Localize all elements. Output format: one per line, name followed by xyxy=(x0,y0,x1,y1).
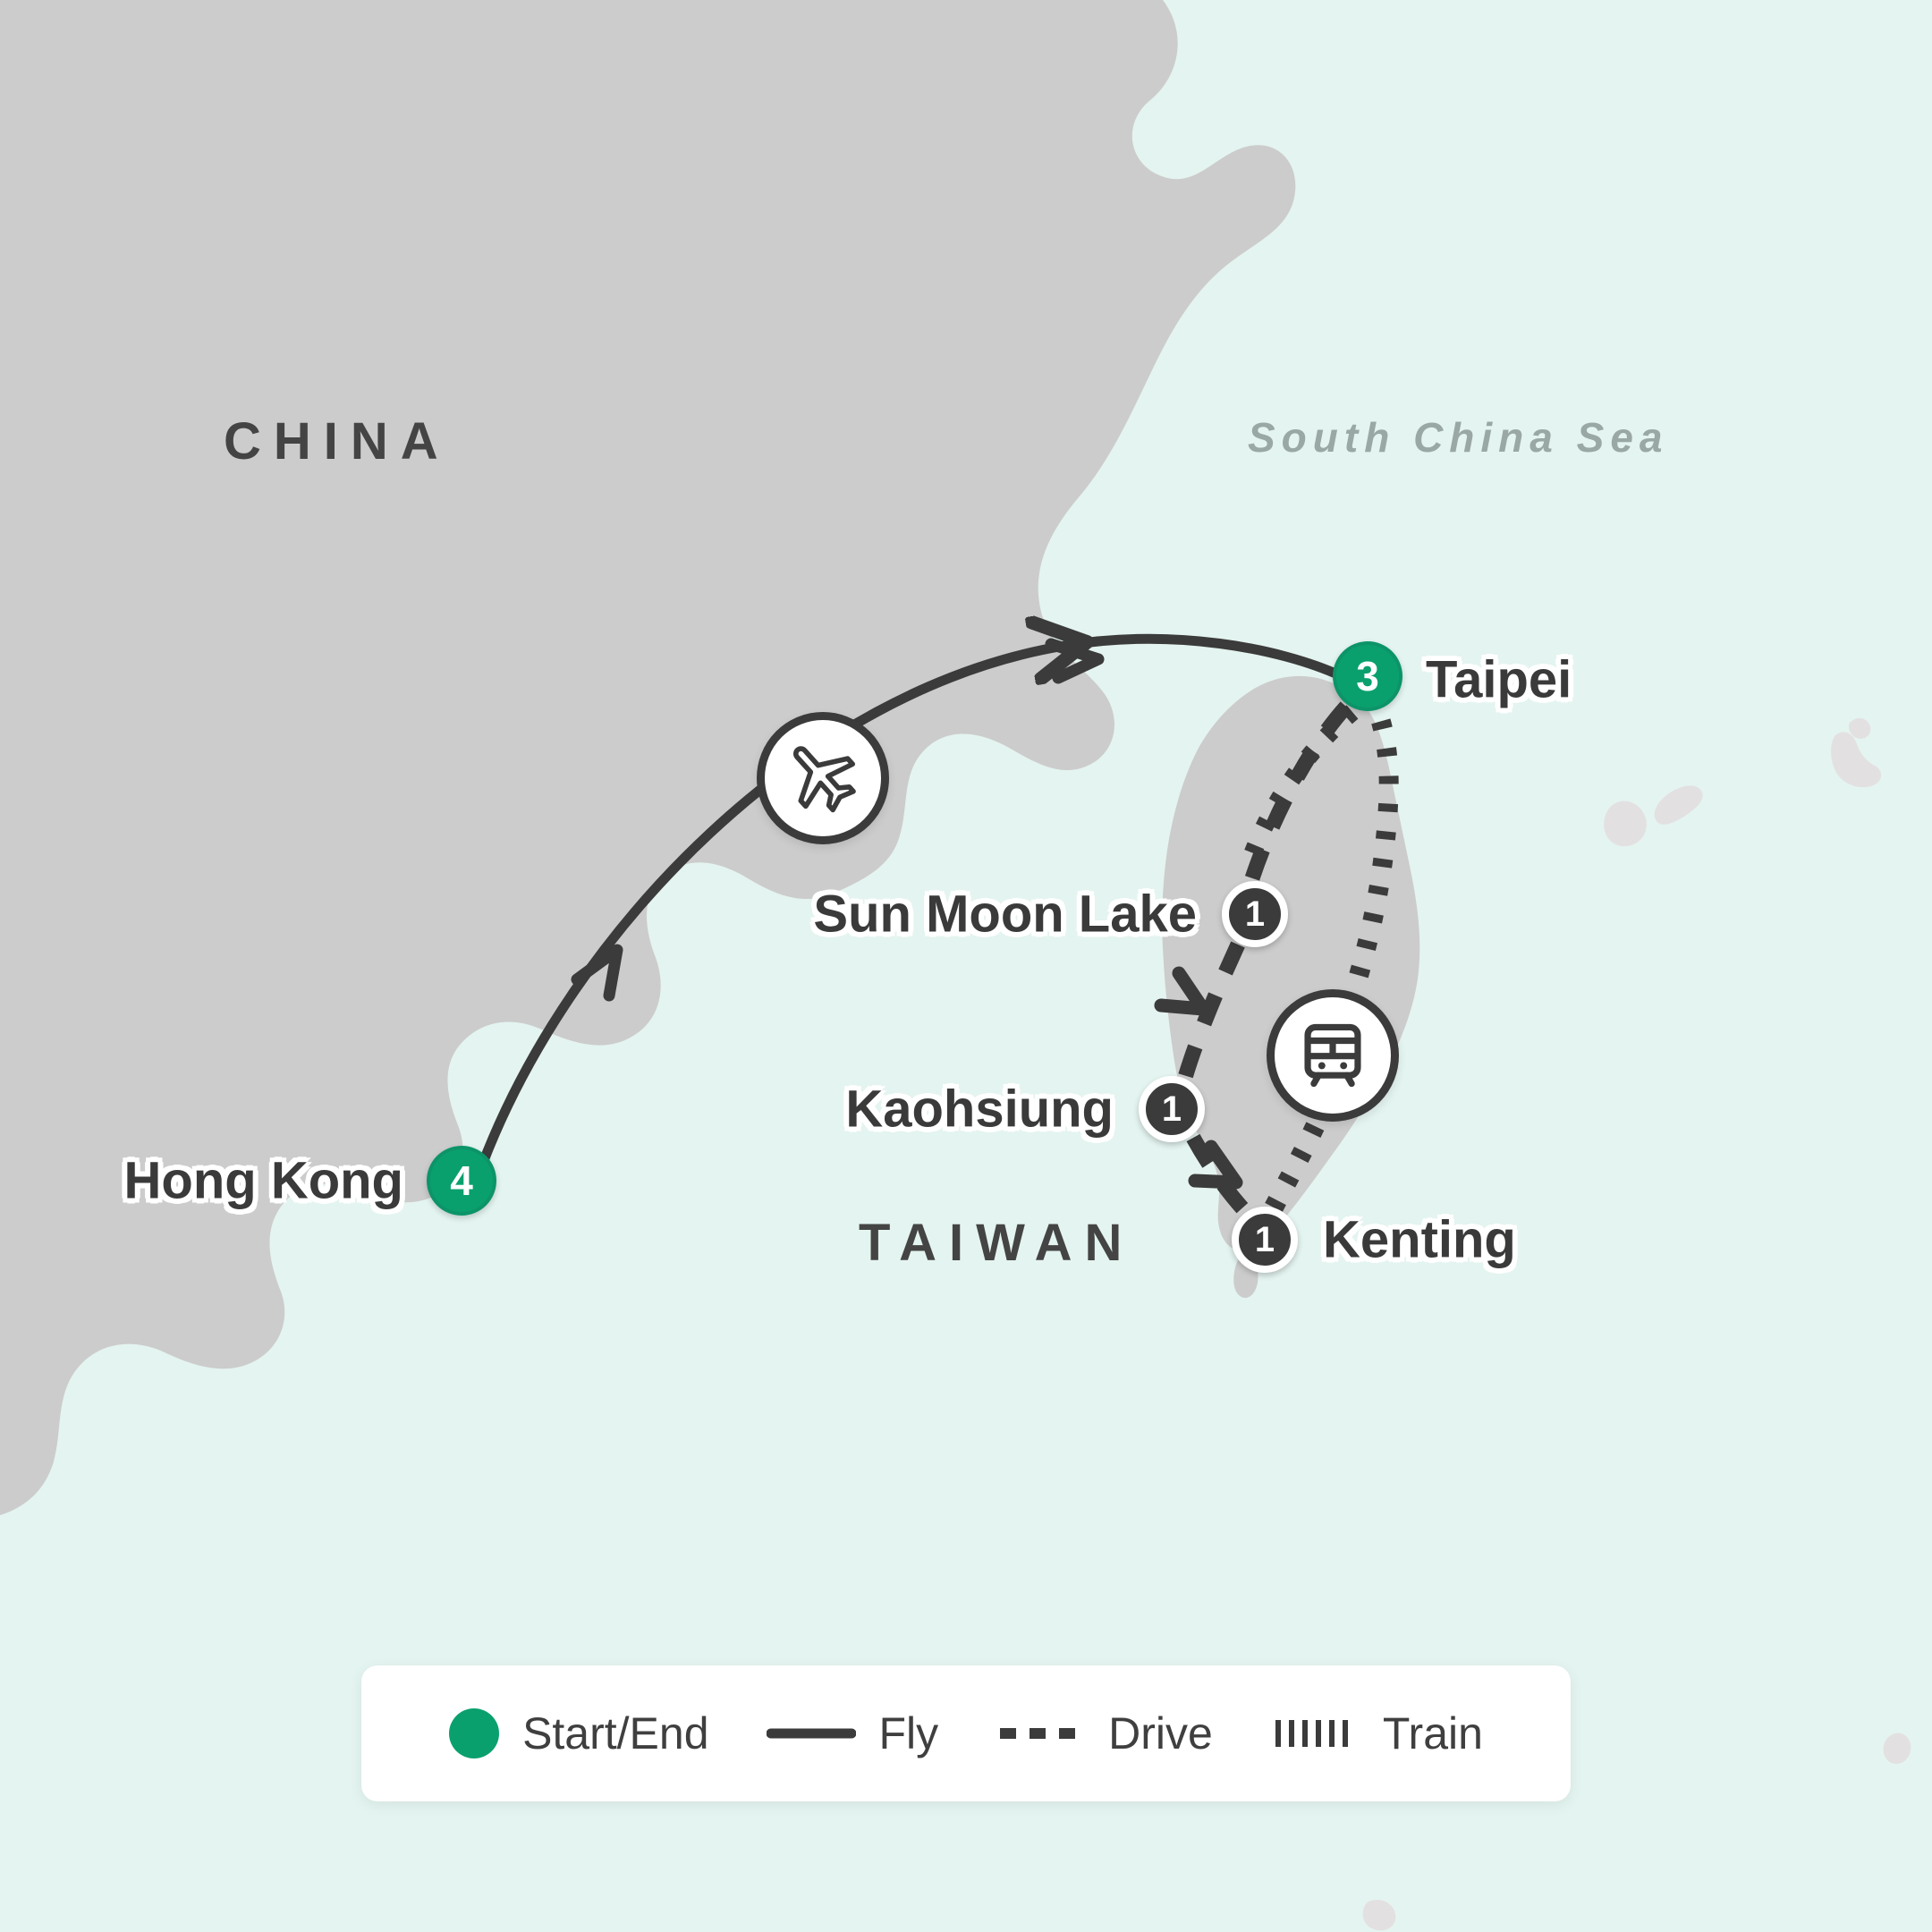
drive-line-icon xyxy=(1000,1728,1081,1739)
stop-marker-hong-kong[interactable]: 4 xyxy=(427,1146,496,1216)
island-3 xyxy=(1831,732,1882,788)
stop-nights-kaohsiung: 1 xyxy=(1161,1089,1182,1129)
start-end-dot-icon xyxy=(449,1708,500,1758)
drive-route-arrow-2 xyxy=(1188,1140,1243,1190)
island-6 xyxy=(1848,717,1871,739)
stop-marker-taipei[interactable]: 3 xyxy=(1333,641,1402,711)
city-label-kenting: Kenting xyxy=(1323,1210,1516,1269)
stop-nights-taipei: 3 xyxy=(1356,653,1379,699)
train-line-icon xyxy=(1275,1720,1354,1747)
island-2 xyxy=(1654,785,1703,825)
hong-kong-estuary xyxy=(244,1334,420,1596)
stop-marker-kaohsiung[interactable]: 1 xyxy=(1139,1076,1205,1142)
city-label-hong-kong: Hong Kong xyxy=(123,1151,403,1210)
legend-item-start-end: Start/End xyxy=(449,1707,709,1759)
island-4 xyxy=(1883,1733,1911,1764)
legend-label-fly: Fly xyxy=(878,1708,939,1758)
china-landmass xyxy=(0,0,1296,1515)
legend-item-train: Train xyxy=(1270,1707,1483,1759)
drive-route-taipei-sunmoonlake xyxy=(1242,701,1352,886)
region-label-taiwan: TAIWAN xyxy=(859,1214,1135,1272)
stop-marker-kenting[interactable]: 1 xyxy=(1232,1207,1298,1273)
train-badge[interactable] xyxy=(1267,989,1399,1122)
city-label-taipei: Taipei xyxy=(1426,650,1572,709)
drive-route-arrow-1 xyxy=(1154,966,1210,1016)
train-icon xyxy=(1304,1023,1361,1088)
island-1 xyxy=(1604,801,1647,847)
fly-line-icon xyxy=(766,1728,856,1739)
legend-label-drive: Drive xyxy=(1108,1708,1213,1758)
hong-kong-channel xyxy=(432,1241,591,1441)
stop-nights-sun-moon-lake: 1 xyxy=(1244,894,1266,934)
stop-marker-sun-moon-lake[interactable]: 1 xyxy=(1222,881,1288,947)
map-legend: Start/End Fly Drive Train xyxy=(361,1665,1571,1801)
region-label-south-china-sea: South China Sea xyxy=(1248,414,1669,461)
taiwan-west-coast-detail xyxy=(1157,894,1175,973)
region-label-china: CHINA xyxy=(224,412,451,470)
legend-item-drive: Drive xyxy=(996,1707,1213,1759)
fly-route-arrow-2 xyxy=(1045,638,1105,684)
airplane-icon xyxy=(793,746,856,813)
stop-nights-kenting: 1 xyxy=(1254,1219,1275,1259)
fly-route-hongkong-taipei xyxy=(478,639,1347,1168)
train-route-inner-arc xyxy=(1240,705,1359,868)
fly-badge[interactable] xyxy=(757,712,889,844)
legend-item-fly: Fly xyxy=(766,1707,939,1759)
legend-label-start-end: Start/End xyxy=(522,1708,709,1758)
stop-nights-hong-kong: 4 xyxy=(450,1157,473,1204)
fly-route-arrow-1 xyxy=(571,944,623,1002)
legend-label-train: Train xyxy=(1382,1708,1483,1758)
city-label-kaohsiung: Kaohsiung xyxy=(845,1080,1114,1139)
city-label-sun-moon-lake: Sun Moon Lake xyxy=(813,885,1197,944)
island-5 xyxy=(1362,1899,1396,1931)
